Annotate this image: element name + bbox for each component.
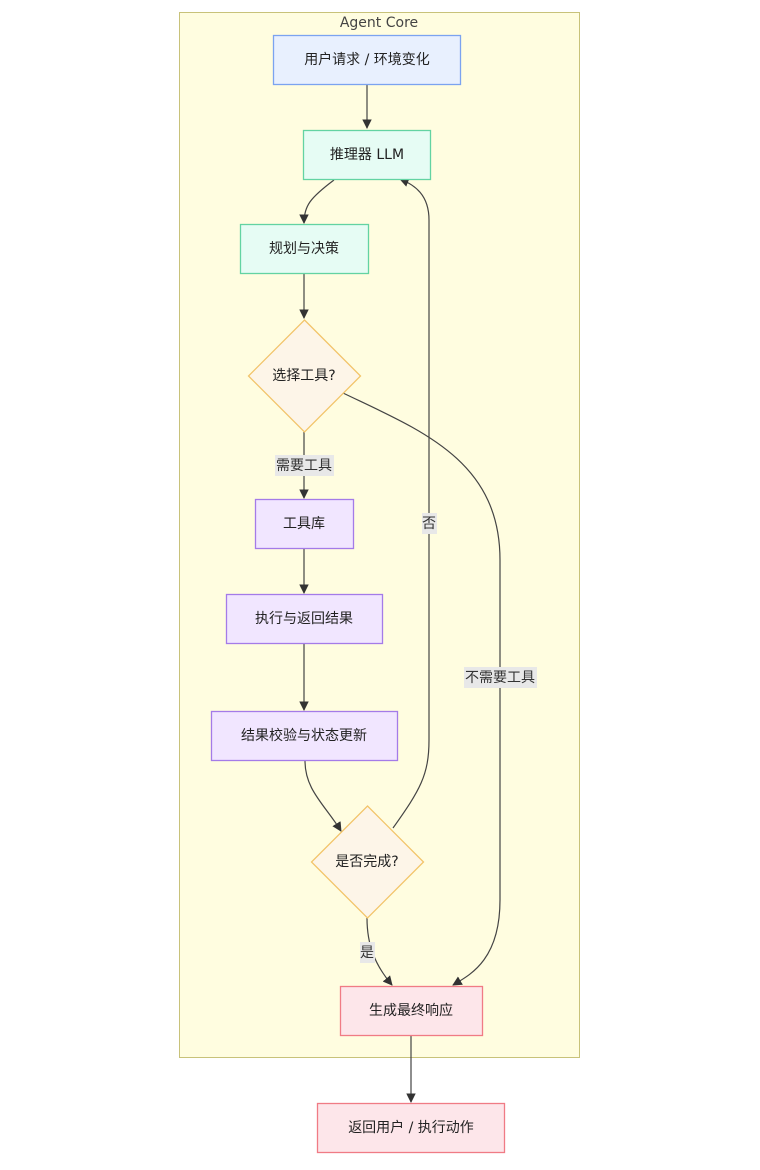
node-choose-tool[interactable]: 选择工具? xyxy=(247,319,362,433)
edge-label-need-tool: 需要工具 xyxy=(275,455,334,476)
node-respond[interactable]: 生成最终响应 xyxy=(339,985,484,1037)
svg-text:是否完成?: 是否完成? xyxy=(335,854,398,870)
svg-text:结果校验与状态更新: 结果校验与状态更新 xyxy=(241,727,367,744)
svg-text:执行与返回结果: 执行与返回结果 xyxy=(255,611,353,627)
node-toolbox[interactable]: 工具库 xyxy=(254,498,355,550)
edge-labels: 需要工具 不需要工具 否 是 xyxy=(275,455,537,963)
svg-text:选择工具?: 选择工具? xyxy=(272,368,335,384)
svg-text:规划与决策: 规划与决策 xyxy=(269,240,339,257)
svg-text:生成最终响应: 生成最终响应 xyxy=(369,1002,453,1019)
node-output[interactable]: 返回用户 / 执行动作 xyxy=(316,1102,506,1154)
svg-text:用户请求 / 环境变化: 用户请求 / 环境变化 xyxy=(304,51,430,68)
svg-text:需要工具: 需要工具 xyxy=(276,458,332,474)
svg-text:返回用户 / 执行动作: 返回用户 / 执行动作 xyxy=(348,1119,474,1136)
edges xyxy=(299,84,501,1103)
cluster-title: Agent Core xyxy=(340,15,418,31)
edge-choose-to-respond xyxy=(342,392,501,986)
node-input[interactable]: 用户请求 / 环境变化 xyxy=(272,34,462,86)
node-plan[interactable]: 规划与决策 xyxy=(239,223,370,275)
node-llm[interactable]: 推理器 LLM xyxy=(302,129,432,181)
edge-label-yes: 是 xyxy=(360,942,375,963)
edge-llm-to-plan xyxy=(299,179,335,224)
svg-text:推理器 LLM: 推理器 LLM xyxy=(330,147,404,163)
node-done[interactable]: 是否完成? xyxy=(310,805,425,919)
node-verify[interactable]: 结果校验与状态更新 xyxy=(210,710,399,762)
svg-text:否: 否 xyxy=(422,516,436,532)
edge-label-no-tool: 不需要工具 xyxy=(464,667,537,688)
svg-text:工具库: 工具库 xyxy=(283,516,325,532)
edge-verify-to-done xyxy=(304,760,342,832)
node-exec[interactable]: 执行与返回结果 xyxy=(225,593,384,645)
nodes: 用户请求 / 环境变化 推理器 LLM 规划与决策 选择工具? 工具库 执行与返… xyxy=(210,34,506,1154)
edge-done-to-llm xyxy=(392,177,430,829)
svg-text:不需要工具: 不需要工具 xyxy=(465,670,535,686)
svg-text:是: 是 xyxy=(360,945,374,961)
edge-label-no: 否 xyxy=(422,513,437,534)
